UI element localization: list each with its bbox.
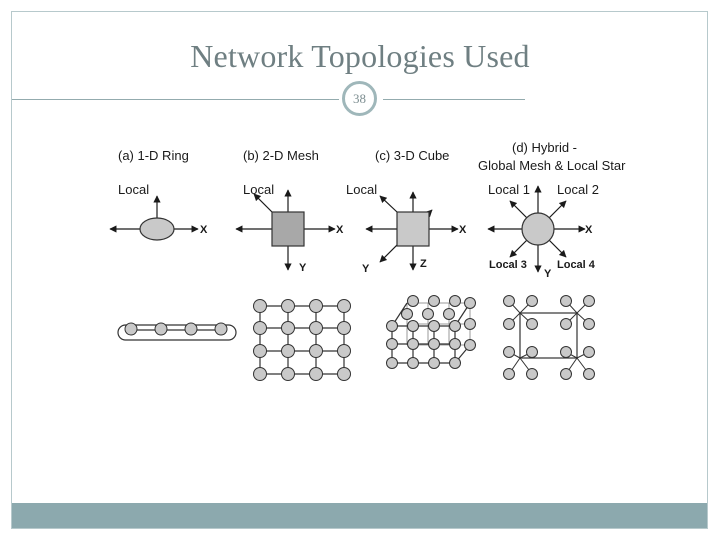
axis-y-label: Y	[299, 262, 307, 274]
axis-x-label: X	[459, 224, 467, 236]
local-arrow	[253, 193, 273, 213]
local-label-4: Local 4	[557, 259, 596, 271]
slide-frame	[11, 11, 708, 529]
page-number: 38	[353, 90, 366, 106]
panel-hybrid: (d) Hybrid - Global Mesh & Local Star Lo…	[478, 140, 626, 380]
mesh-grid-nodes	[253, 299, 351, 381]
title-rule-right	[383, 99, 525, 100]
footer-bar	[12, 503, 707, 528]
mesh-grid-links	[259, 305, 345, 375]
axis-y-label: Y	[544, 268, 552, 280]
page-number-badge: 38	[342, 81, 377, 116]
local-label-2: Local 2	[557, 182, 599, 197]
axis-z-label: Z	[420, 258, 427, 270]
axis-x-label: X	[336, 224, 344, 236]
ring-node	[154, 322, 168, 336]
axis-y-label: Y	[362, 263, 370, 275]
hybrid-nodes	[503, 295, 595, 380]
hybrid-router-node	[521, 212, 555, 246]
local-label-1: Local 1	[488, 182, 530, 197]
caption-mesh: (b) 2-D Mesh	[243, 148, 319, 163]
panel-3d-cube: (c) 3-D Cube Local X Y Z	[346, 148, 476, 369]
axis-x-label: X	[585, 224, 593, 236]
ring-node	[139, 217, 175, 241]
ring-node	[124, 322, 138, 336]
caption-ring: (a) 1-D Ring	[118, 148, 189, 163]
mesh-node	[271, 211, 305, 247]
local-arrow	[379, 195, 398, 213]
caption-hybrid-line1: (d) Hybrid -	[512, 140, 577, 155]
panel-1d-ring: (a) 1-D Ring Local X	[109, 148, 237, 341]
local-label-3: Local 3	[489, 259, 527, 271]
local-label-ring: Local	[118, 182, 149, 197]
caption-cube: (c) 3-D Cube	[375, 148, 449, 163]
caption-hybrid-line2: Global Mesh & Local Star	[478, 158, 626, 173]
cube-nodes	[386, 295, 476, 369]
title-rule-left	[12, 99, 339, 100]
hybrid-mesh-links	[519, 312, 578, 359]
ring-loop	[117, 324, 237, 341]
cube-node	[396, 211, 430, 247]
panel-2d-mesh: (b) 2-D Mesh Local X Y	[235, 148, 351, 381]
local-label-mesh: Local	[243, 182, 274, 197]
ring-node	[214, 322, 228, 336]
axis-x-label: X	[200, 224, 208, 236]
ring-node	[184, 322, 198, 336]
slide-title: Network Topologies Used	[190, 38, 530, 74]
local-label-cube: Local	[346, 182, 377, 197]
